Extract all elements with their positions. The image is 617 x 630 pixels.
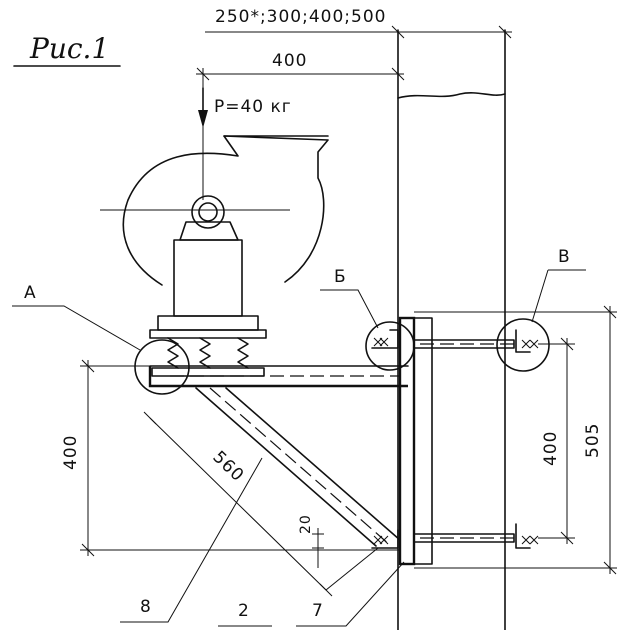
lower-bolt [371,523,539,549]
upper-bolt [371,329,539,353]
right-outer-dimension [414,305,617,575]
springs [151,337,265,377]
small-offset-dimension [312,528,324,568]
left-height-label: 400 [61,435,81,470]
part-7-leader [296,561,405,627]
figure-title: Рис.1 [29,32,109,65]
brace-length-dimension [143,411,379,597]
fan-housing [100,135,329,286]
fan-offset-dimension [196,67,405,200]
detail-v-circle [496,318,550,372]
detail-v-leader [531,269,586,323]
diagonal-brace [195,387,401,547]
right-inner-label: 400 [541,431,561,466]
right-inner-dimension [538,337,575,545]
load-label: P=40 кг [214,97,292,117]
part-2-label: 2 [238,601,250,621]
detail-a-circle [134,339,190,395]
motor [149,221,267,339]
right-outer-label: 505 [583,423,603,458]
left-height-dimension [80,359,400,557]
detail-b-label: Б [334,267,347,287]
top-dimension [205,25,512,39]
top-dimension-label: 250*;300;400;500 [215,7,386,27]
wall-plate [398,316,433,566]
horizontal-beam [148,365,409,388]
detail-a-leader [12,305,141,351]
detail-v-label: В [558,247,571,267]
part-7-label: 7 [312,601,324,621]
detail-a-label: А [24,283,37,303]
load-arrow [198,87,208,128]
fan-offset-label: 400 [272,51,307,71]
detail-b-leader [320,289,379,329]
part-8-label: 8 [140,597,152,617]
small-offset-label: 20 [298,514,314,534]
part-8-leader [120,457,263,623]
